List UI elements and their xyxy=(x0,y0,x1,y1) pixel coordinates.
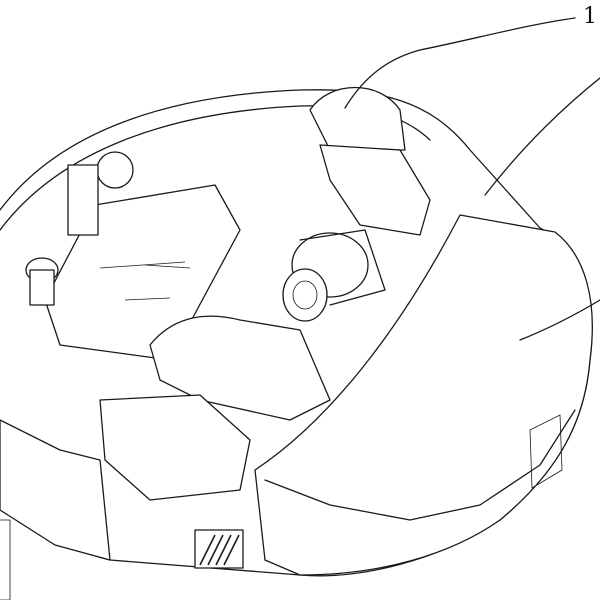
leader-line-3 xyxy=(519,299,600,341)
rear-bumper-hump xyxy=(309,86,406,151)
hatched-vent xyxy=(194,529,244,569)
battery-slot-1 xyxy=(99,261,186,269)
leader-line-2 xyxy=(484,77,600,196)
fan-duct xyxy=(149,315,331,421)
front-module xyxy=(99,394,251,501)
top-cover-half xyxy=(254,214,593,576)
motor-assembly xyxy=(282,229,386,322)
reference-label-1: 1 xyxy=(583,4,597,29)
leader-line-1 xyxy=(344,17,576,109)
top-cover-lip xyxy=(264,409,576,521)
front-bumper xyxy=(0,419,111,561)
motor-housing xyxy=(319,144,431,236)
battery-slot-2 xyxy=(124,297,171,301)
cover-side-slot xyxy=(529,414,563,489)
battery-slot-3 xyxy=(144,264,191,269)
wheel-module xyxy=(67,151,134,236)
side-brush-mount xyxy=(25,257,59,306)
rear-edge-strip xyxy=(0,519,11,600)
